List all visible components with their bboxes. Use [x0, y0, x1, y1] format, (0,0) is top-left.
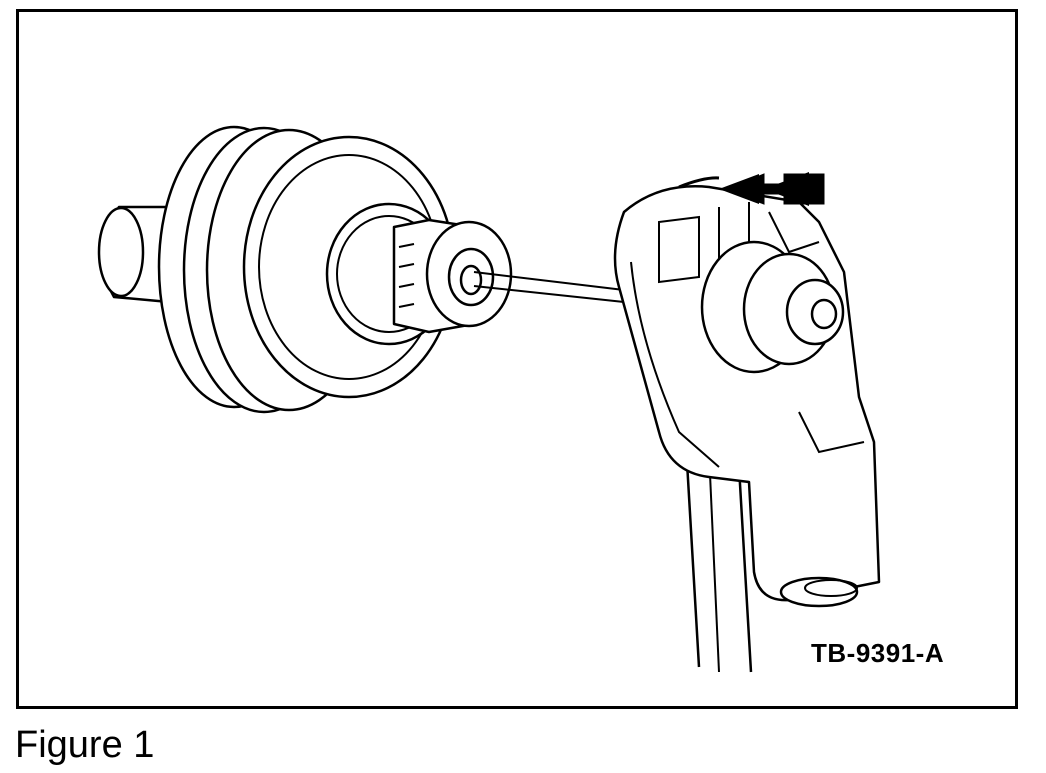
figure-caption: Figure 1	[15, 724, 155, 766]
tool-handle	[685, 451, 753, 673]
figure-frame: TB-9391-A	[16, 9, 1018, 709]
mechanical-illustration	[97, 125, 881, 673]
tool-head	[613, 185, 881, 608]
connecting-pin	[473, 271, 625, 303]
pulley-assembly	[97, 125, 513, 414]
figure-code: TB-9391-A	[811, 638, 945, 668]
double-left-arrow-icon	[678, 172, 825, 206]
